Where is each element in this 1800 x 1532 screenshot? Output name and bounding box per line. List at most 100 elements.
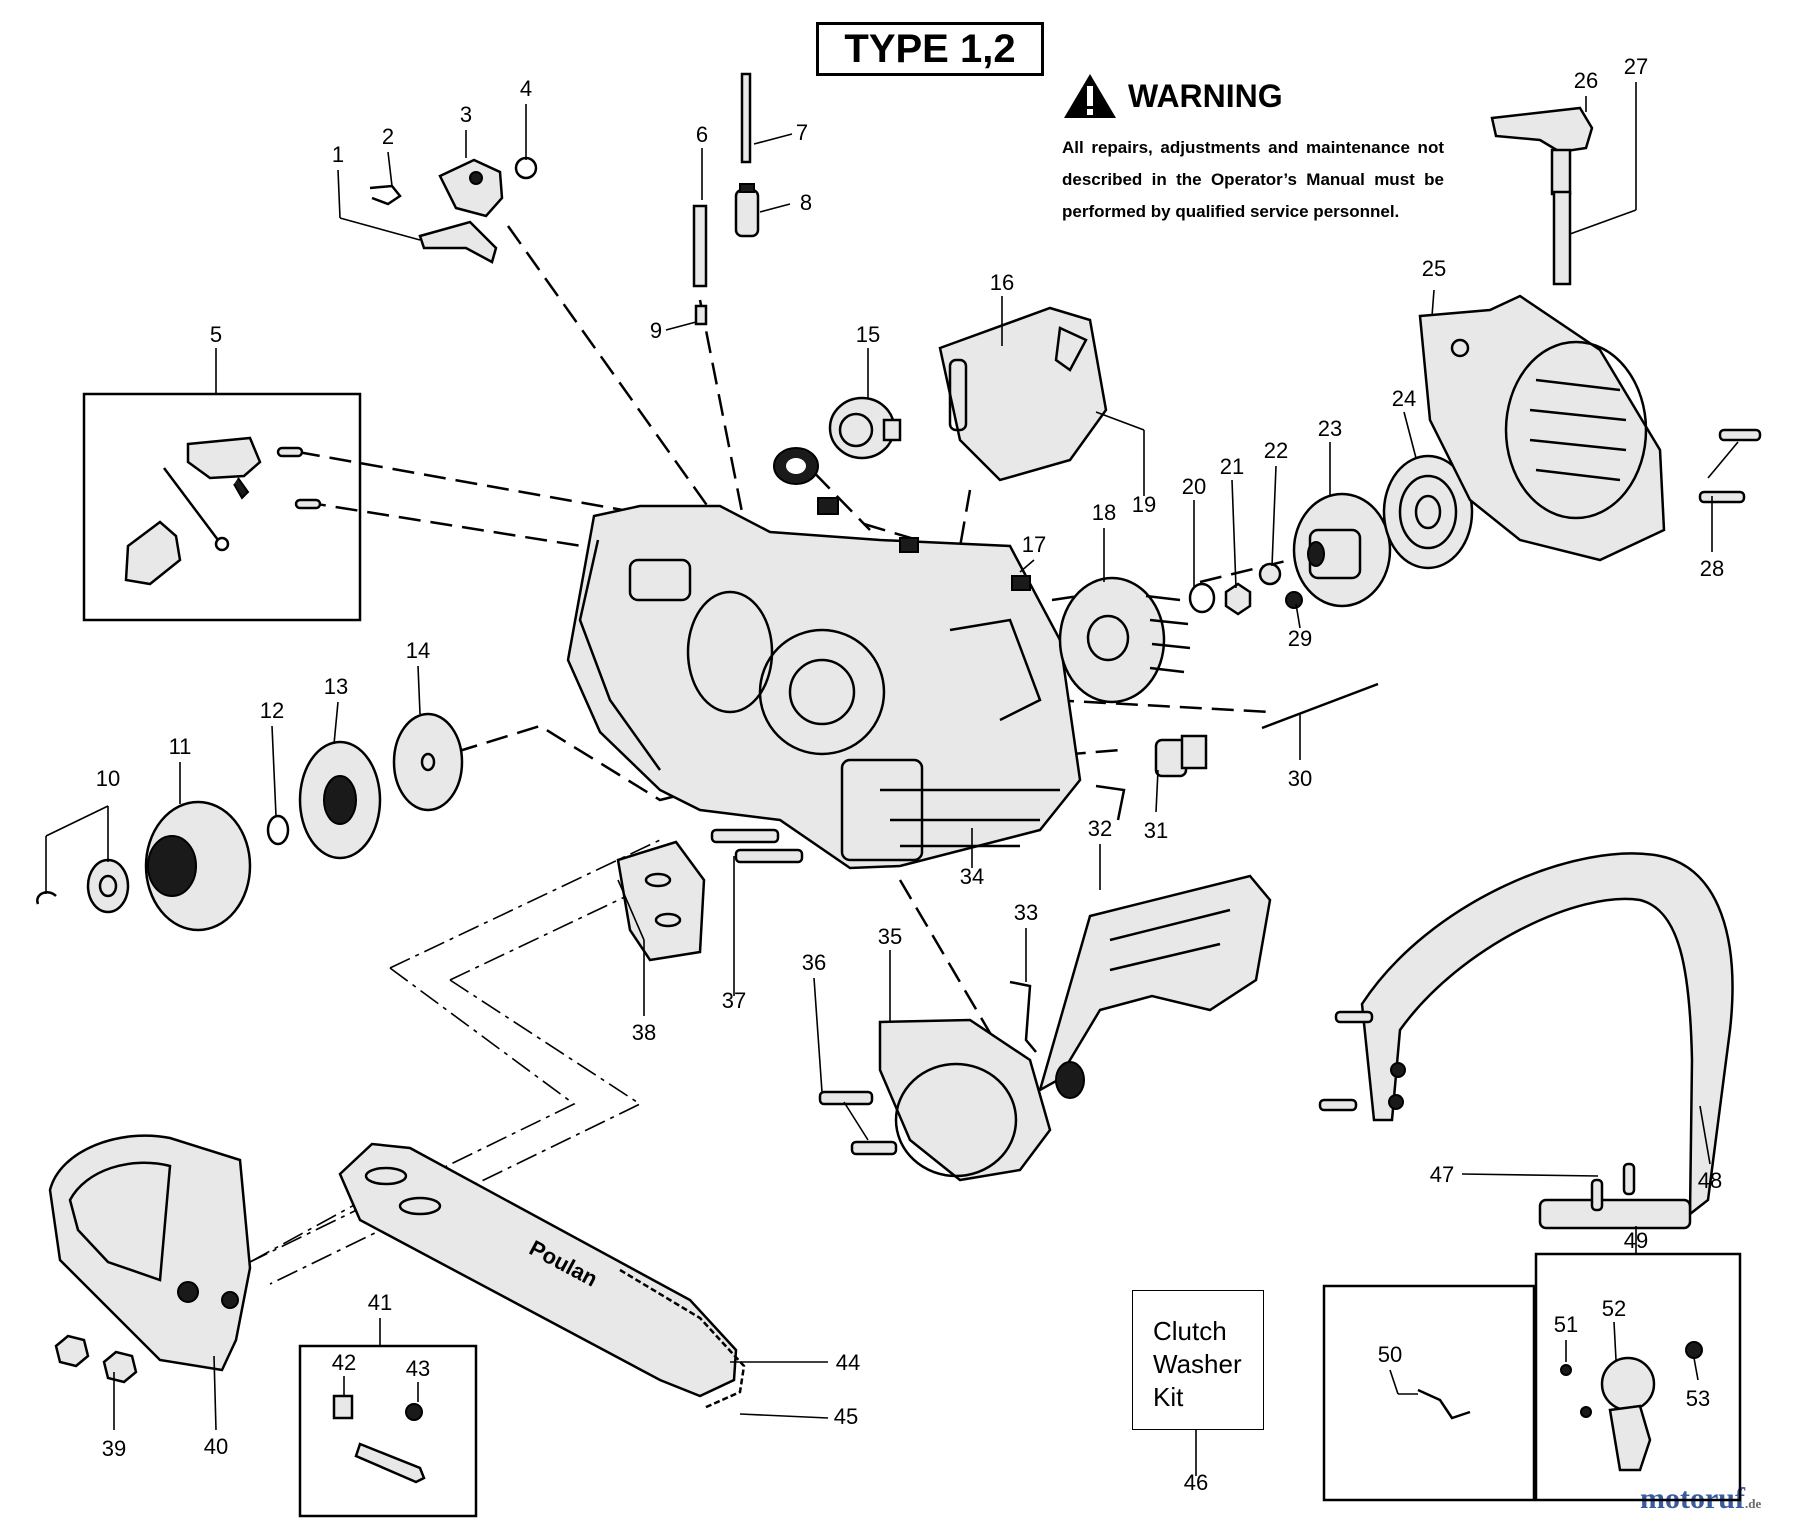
callout-9: 9	[650, 318, 662, 343]
callout-7: 7	[796, 120, 808, 145]
warning-text: All repairs, adjustments and maintenance…	[1062, 138, 1444, 221]
part-43-nut	[405, 1403, 423, 1421]
part-8-sleeve	[734, 183, 760, 238]
callout-14: 14	[406, 638, 430, 663]
callout-43: 43	[406, 1356, 430, 1381]
callout-51: 51	[1554, 1312, 1578, 1337]
part-29-small	[1285, 591, 1303, 609]
callout-4: 4	[520, 76, 532, 101]
part-2-spring	[369, 184, 402, 206]
callout-33: 33	[1014, 900, 1038, 925]
callout-26: 26	[1574, 68, 1598, 93]
part-41-screw	[354, 1442, 426, 1484]
callout-50: 50	[1378, 1342, 1402, 1367]
part-38-plate	[616, 840, 706, 962]
part-17-clips	[817, 497, 1031, 591]
part-28-screws	[1698, 428, 1762, 504]
callout-13: 13	[324, 674, 348, 699]
callout-30: 30	[1288, 766, 1312, 791]
callout-39: 39	[102, 1436, 126, 1461]
callout-32: 32	[1088, 816, 1112, 841]
part-45-chain	[619, 1268, 746, 1410]
part-50-box	[1322, 1284, 1536, 1502]
warning-triangle-icon	[1064, 74, 1116, 118]
part-49-box	[1534, 1252, 1742, 1502]
part-20-washer	[1188, 582, 1216, 614]
callout-42: 42	[332, 1350, 356, 1375]
part-40-cover	[48, 1134, 252, 1372]
type-label: TYPE 1,2	[816, 22, 1044, 76]
part-10-washer	[86, 858, 130, 914]
callout-3: 3	[460, 102, 472, 127]
part-30-rod	[1261, 682, 1379, 730]
part-4-washer	[514, 156, 538, 180]
callout-37: 37	[722, 988, 746, 1013]
callout-35: 35	[878, 924, 902, 949]
part-10-clip	[36, 891, 57, 905]
part-11-drum	[144, 800, 252, 932]
part-12-washer	[266, 814, 290, 846]
callout-49: 49	[1624, 1228, 1648, 1253]
callout-22: 22	[1264, 438, 1288, 463]
callout-2: 2	[382, 124, 394, 149]
leader-lines	[45, 82, 1739, 1476]
part-5-box	[82, 392, 362, 622]
callout-20: 20	[1182, 474, 1206, 499]
part-19-shield	[938, 306, 1108, 482]
part-13-clutch	[298, 740, 382, 860]
part-1-trigger	[418, 220, 498, 264]
part-50-fitting	[1417, 1388, 1471, 1420]
part-41-box	[298, 1344, 478, 1518]
callout-18: 18	[1092, 500, 1116, 525]
callout-25: 25	[1422, 256, 1446, 281]
part-31-plug	[1095, 734, 1208, 821]
callout-23: 23	[1318, 416, 1342, 441]
part-34-engine-housing	[566, 504, 1082, 870]
part-9-pin	[694, 304, 708, 326]
part-51-screws	[1560, 1364, 1592, 1418]
callout-27: 27	[1624, 54, 1648, 79]
clutch-washer-kit-label: Clutch Washer Kit	[1132, 1290, 1264, 1430]
part-33-spring	[1009, 980, 1037, 1053]
part-14-plate	[392, 712, 464, 812]
callout-48: 48	[1698, 1168, 1722, 1193]
callout-47: 47	[1430, 1162, 1454, 1187]
watermark-name: motoruf	[1640, 1482, 1745, 1515]
callout-29: 29	[1288, 626, 1312, 651]
callout-21: 21	[1220, 454, 1244, 479]
watermark-tld: .de	[1744, 1496, 1762, 1511]
callout-1: 1	[332, 142, 344, 167]
warning-header: WARNING	[1062, 72, 1444, 120]
callout-12: 12	[260, 698, 284, 723]
callout-41: 41	[368, 1290, 392, 1315]
part-22-screw	[1258, 562, 1282, 586]
callout-44: 44	[836, 1350, 860, 1375]
part-48-front-handle	[1360, 852, 1734, 1230]
callout-6: 6	[696, 122, 708, 147]
callout-19: 19	[1132, 492, 1156, 517]
callout-5: 5	[210, 322, 222, 347]
part-15-cap	[828, 396, 902, 460]
part-15-gasket	[773, 447, 819, 485]
callout-40: 40	[204, 1434, 228, 1459]
callout-17: 17	[1022, 532, 1046, 557]
part-21-nut	[1224, 582, 1252, 616]
callout-11: 11	[169, 734, 192, 759]
part-52-pump	[1600, 1356, 1656, 1472]
part-42-clip	[332, 1394, 354, 1420]
callout-10: 10	[96, 766, 120, 791]
callout-38: 38	[632, 1020, 656, 1045]
part-39-nuts	[54, 1334, 138, 1384]
part-32-brake-handle	[1037, 874, 1272, 1099]
callout-31: 31	[1144, 818, 1168, 843]
callout-28: 28	[1700, 556, 1724, 581]
callout-45: 45	[834, 1404, 858, 1429]
part-18-flywheel	[1058, 576, 1191, 704]
part-35-brake	[878, 1018, 1052, 1182]
part-44-bar	[338, 1142, 738, 1398]
part-6-pin	[692, 204, 708, 288]
callout-53: 53	[1686, 1386, 1710, 1411]
